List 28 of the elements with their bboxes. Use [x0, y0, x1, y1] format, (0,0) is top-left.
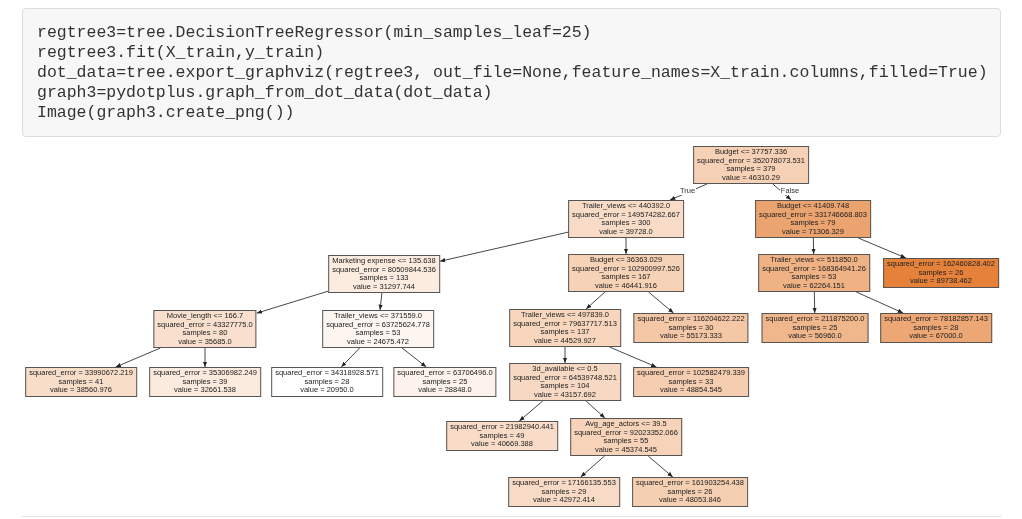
- tree-node-box: [446, 421, 558, 451]
- tree-node-box: [508, 477, 620, 507]
- tree-node-box: [880, 313, 992, 343]
- tree-node-box: [393, 367, 497, 397]
- tree-node-box: [322, 310, 434, 348]
- code-line: regtree3.fit(X_train,y_train): [37, 43, 326, 63]
- tree-node-box: [570, 418, 682, 456]
- code-line: Image(graph3.create_png()): [37, 103, 296, 123]
- tree-node-box: [25, 367, 137, 397]
- tree-node-box: [568, 200, 684, 238]
- tree-node-box: [509, 309, 621, 347]
- tree-node-box: [758, 254, 870, 292]
- tree-node-box: [509, 363, 621, 401]
- tree-node-box: [883, 258, 999, 288]
- tree-node-box: [632, 477, 748, 507]
- tree-node-box: [153, 310, 257, 348]
- code-line: dot_data=tree.export_graphviz(regtree3, out_file=None,feature_names=X_train.columns,filled=True): [37, 63, 988, 83]
- tree-node-box: [693, 146, 809, 184]
- tree-node-box: [633, 313, 749, 343]
- tree-node-box: [328, 255, 440, 293]
- tree-node-box: [633, 367, 749, 397]
- tree-node-box: [755, 200, 871, 238]
- tree-node-box: [568, 254, 684, 292]
- code-line: regtree3=tree.DecisionTreeRegressor(min_samples_leaf=25): [37, 23, 593, 43]
- tree-node-box: [149, 367, 261, 397]
- tree-node-box: [271, 367, 383, 397]
- code-line: graph3=pydotplus.graph_from_dot_data(dot_data): [37, 83, 494, 103]
- tree-node-box: [761, 313, 869, 343]
